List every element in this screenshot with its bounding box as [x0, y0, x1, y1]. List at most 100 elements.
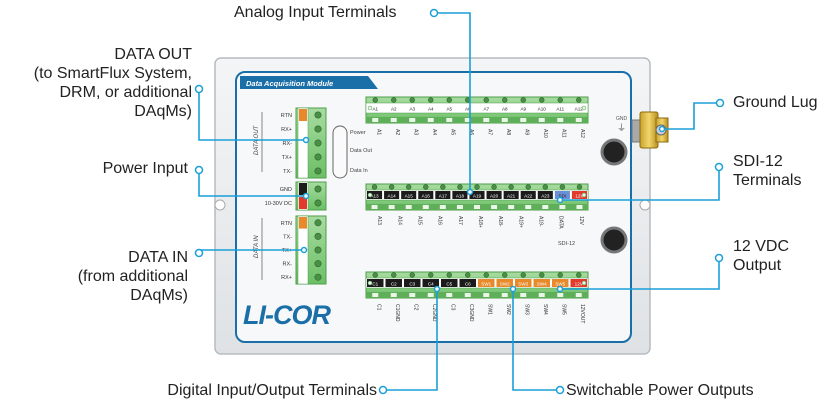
row3-screw: [539, 272, 545, 278]
row1-top-label: A9: [520, 107, 526, 112]
row3-cell-fill: [552, 279, 569, 287]
module-title-tab: [240, 76, 378, 89]
row2-slot: [405, 205, 412, 209]
row1-bottom-label: A11: [560, 129, 566, 138]
row3-bottom-label: C3: [449, 304, 455, 311]
row3-top-label: SW1: [481, 282, 491, 287]
row3-top-label: SW4: [537, 282, 547, 287]
row1-top-label: A11: [556, 107, 564, 112]
row3-screw: [502, 272, 508, 278]
pwr-cell-fill: [299, 183, 307, 195]
callout-analog-input: Analog Input Terminals: [234, 4, 397, 21]
row1-top-label: A7: [483, 107, 489, 112]
row3-top-label: C1: [372, 282, 378, 287]
row3-top-label: SW3: [518, 282, 528, 287]
mount-hole: [639, 199, 651, 211]
row3-bottom-label: SW1: [486, 304, 492, 315]
row2-cell-fill: [401, 191, 417, 199]
dout-cell-fill: [299, 109, 307, 121]
row2-cell-fill: [367, 191, 383, 199]
data-out-pin-label: RX-: [283, 141, 293, 147]
row2-cell-fill: [418, 191, 434, 199]
row3-slot: [538, 293, 545, 297]
power-pin-label: GND: [280, 187, 292, 193]
row1-screw: [391, 97, 397, 103]
row3-top-label: C3: [409, 282, 415, 287]
row2-top-label: A23: [541, 194, 550, 199]
row3-cell-fill: [385, 279, 402, 287]
callout-digital-io: Digital Input/Output Terminals: [167, 382, 377, 399]
row1-teeth: [366, 117, 588, 123]
row2-bottom-label: A18-: [497, 216, 503, 227]
data-in-side-label: DATA IN: [254, 218, 263, 280]
row2-top-label: A17: [439, 194, 448, 199]
din-screw: [314, 273, 322, 281]
row2-cell-fill: [520, 191, 536, 199]
row1-top-label: A3: [409, 107, 415, 112]
row2-top-label: A15: [405, 194, 414, 199]
row3-cell-fill: [515, 279, 532, 287]
data-in-pin-label: RX-: [283, 262, 293, 268]
callout-ground-lug: Ground Lug: [733, 94, 818, 111]
row2-slot: [439, 205, 446, 209]
row2-screw: [491, 184, 497, 190]
leader-power: [198, 170, 306, 197]
leader-sdi12: [560, 167, 720, 201]
data-out-pin-label: RX+: [281, 127, 292, 133]
dout-screw: [314, 153, 322, 161]
row2-bottom-label: 12V: [578, 216, 584, 226]
row2-cell-fill: [571, 191, 587, 199]
row2-screw: [440, 184, 446, 190]
row1-screw: [483, 97, 489, 103]
row3-top-label: C6: [465, 282, 471, 287]
row3-bottom-label: SW5: [560, 304, 566, 315]
row3-screw: [409, 272, 415, 278]
row3-screw: [465, 272, 471, 278]
row2-screw: [371, 184, 378, 190]
licor-logo: LI-COR: [243, 300, 331, 330]
row2-slot: [422, 205, 429, 209]
ground-symbol: ⏚: [617, 123, 626, 133]
data-in-pin-label: TX+: [282, 248, 292, 254]
row3-slot: [427, 293, 434, 297]
dout-screw: [314, 125, 322, 133]
row3-screw: [483, 272, 489, 278]
power-pin-label: 10-30V DC: [265, 201, 292, 207]
callout-12vdc-line: Output: [733, 257, 782, 274]
row2-cell-fill: [452, 191, 468, 199]
row1-screw: [372, 97, 378, 103]
svg-text:DATA IN: DATA IN: [254, 235, 260, 258]
row3-top-label: 12V: [575, 282, 584, 287]
leader-switchable: [512, 289, 556, 391]
led-label-data-in: Data In: [350, 168, 368, 174]
row2-bottom-label: A16: [437, 216, 443, 225]
callout-data-in-line: DATA IN: [128, 249, 188, 266]
row3-top-label: SW2: [500, 282, 510, 287]
row2-top-label: A16: [422, 194, 431, 199]
row3-slot: [483, 293, 490, 297]
row3-cell-fill: [570, 279, 587, 287]
row3-bottom-label: SW3: [523, 304, 529, 315]
row1-slot: [409, 118, 416, 122]
row2-screw: [457, 184, 463, 190]
row2-slot: [474, 205, 480, 209]
row3-cell-fill: [441, 279, 458, 287]
row1-endcap: [367, 105, 373, 111]
row2-screw: [508, 184, 514, 190]
row2-top-label: SDI: [559, 194, 567, 199]
row3-top-label: C4: [428, 282, 434, 287]
leader-endpoints: [194, 8, 725, 395]
row3-top-label: C5: [446, 282, 452, 287]
row2-cell-fill: [554, 191, 570, 199]
row3-screw: [520, 272, 526, 278]
leader-data-out: [198, 89, 306, 141]
row3-screw: [557, 272, 563, 278]
pwr-cell-fill: [299, 197, 307, 209]
row2-bottom-label: DATA: [558, 216, 564, 229]
callout-data-out-line: DATA OUT: [114, 46, 192, 63]
row3-screw: [446, 272, 452, 278]
row1-bottom-label: A1: [375, 129, 381, 135]
row3-slot: [557, 293, 564, 297]
